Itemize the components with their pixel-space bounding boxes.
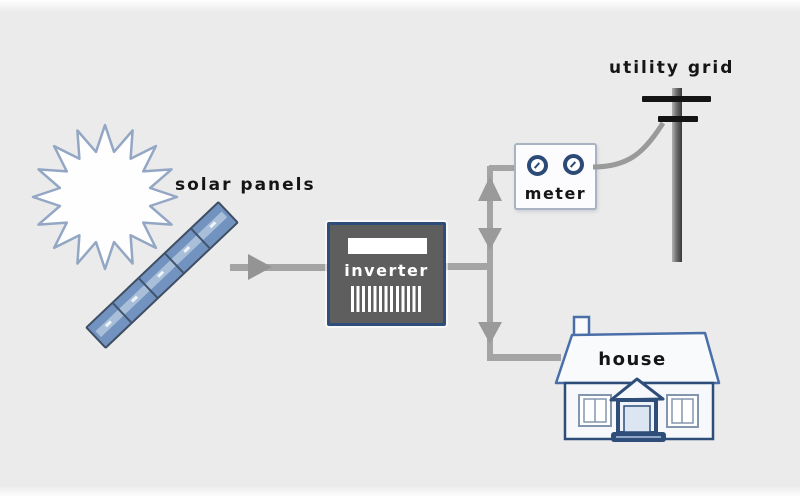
house-icon — [554, 315, 721, 442]
connector-junction-to-meter — [489, 165, 515, 171]
dial-needle — [569, 161, 577, 168]
arrow-right-icon — [248, 254, 272, 280]
meter-dial-icon — [563, 154, 584, 175]
arrow-up-icon — [478, 176, 502, 201]
utility-pole-icon — [672, 88, 682, 262]
solar-panels-label: solar panels — [175, 175, 316, 195]
wire-meter-to-grid — [592, 121, 666, 170]
meter-box-icon: meter — [514, 143, 597, 210]
inverter-vent-icon — [351, 286, 424, 312]
meter-dial-icon — [527, 155, 548, 176]
pole-crossbar — [658, 116, 698, 122]
meter-label: meter — [524, 184, 587, 203]
dial-needle — [533, 162, 541, 169]
inverter-label: inverter — [344, 261, 429, 280]
house-label: house — [598, 349, 667, 370]
connector-inverter-to-junction — [440, 263, 493, 270]
connector-junction-to-house — [487, 354, 561, 361]
connector-panel-to-inverter — [230, 264, 327, 271]
connector-vertical-trunk — [487, 166, 493, 361]
sun-icon — [31, 123, 179, 271]
arrow-down-icon — [478, 322, 502, 344]
inverter-box-icon: inverter — [327, 222, 446, 326]
utility-grid-label: utility grid — [609, 58, 735, 78]
arrow-down-icon — [478, 228, 502, 250]
inverter-display-bar — [348, 238, 427, 254]
pole-crossbar — [642, 96, 711, 102]
